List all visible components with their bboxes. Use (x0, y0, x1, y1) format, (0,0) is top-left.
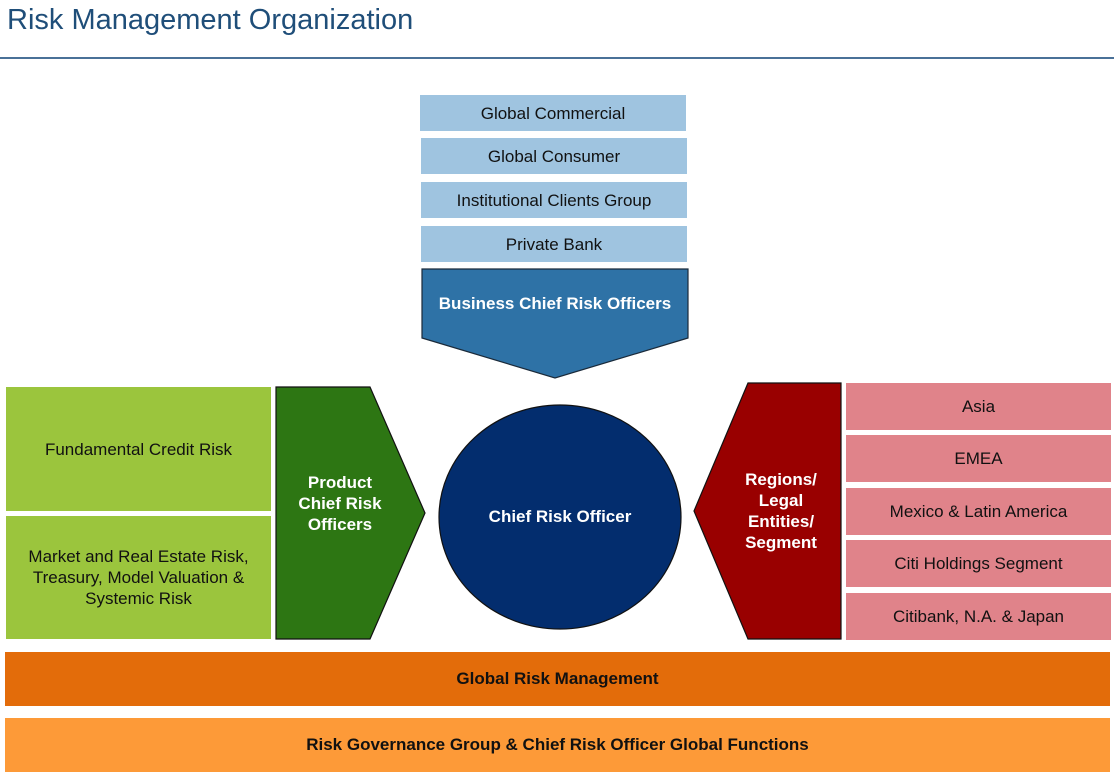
chief-risk-officer-circle (438, 404, 682, 630)
business-unit-global-commercial: Global Commercial (420, 95, 686, 131)
product-cro-label-line: Product (307, 473, 373, 492)
region-unit-citibank-japan: Citibank, N.A. & Japan (846, 593, 1111, 640)
title-divider (0, 57, 1114, 59)
regions-arrow (693, 382, 842, 640)
business-cro-label: Business Chief Risk Officers (438, 293, 672, 313)
product-unit-fundamental-credit-risk: Fundamental Credit Risk (6, 387, 271, 511)
region-unit-asia: Asia (846, 383, 1111, 430)
global-risk-management-bar: Global Risk Management (5, 652, 1110, 706)
regions-label: Regions/ Legal Entities/ Segment (722, 469, 840, 553)
product-cro-label-line: Officers (307, 515, 373, 534)
product-cro-label-line: Chief Risk (298, 494, 382, 513)
risk-governance-bar: Risk Governance Group & Chief Risk Offic… (5, 718, 1110, 772)
business-unit-private-bank: Private Bank (421, 226, 687, 262)
product-cro-arrow (275, 386, 426, 640)
region-unit-emea: EMEA (846, 435, 1111, 482)
regions-label-line: Legal (758, 491, 804, 510)
product-unit-market-risk: Market and Real Estate Risk, Treasury, M… (6, 516, 271, 639)
region-unit-mexico-latin-america: Mexico & Latin America (846, 488, 1111, 535)
regions-label-line: Entities/ (747, 512, 815, 531)
chief-risk-officer-label: Chief Risk Officer (488, 506, 632, 526)
regions-label-line: Regions/ (745, 470, 817, 489)
product-cro-label: Product Chief Risk Officers (276, 472, 404, 535)
business-cro-arrow (421, 268, 689, 379)
regions-label-line: Segment (745, 533, 817, 552)
region-unit-citi-holdings: Citi Holdings Segment (846, 540, 1111, 587)
business-unit-global-consumer: Global Consumer (421, 138, 687, 174)
page-title: Risk Management Organization (7, 4, 414, 36)
business-unit-institutional-clients-group: Institutional Clients Group (421, 182, 687, 218)
